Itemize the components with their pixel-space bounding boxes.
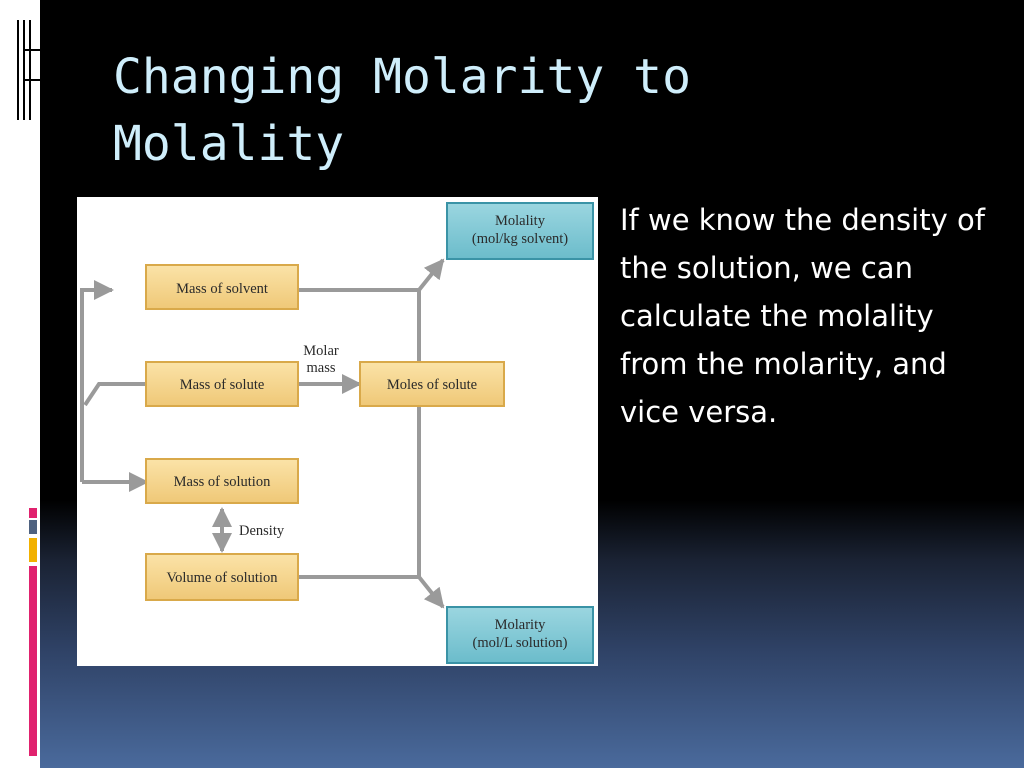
svg-text:(mol/kg solvent): (mol/kg solvent)	[472, 231, 568, 247]
mass-of-solvent-box: Mass of solvent	[145, 264, 299, 310]
left-decorative-strip	[0, 0, 40, 768]
mass-of-solution-box: Mass of solution	[145, 458, 299, 504]
svg-text:Molar: Molar	[303, 343, 339, 359]
density-label: Density	[239, 523, 285, 539]
svg-text:(mol/L solution): (mol/L solution)	[473, 635, 568, 651]
accent-pink-long	[29, 566, 37, 756]
svg-text:Volume of solution: Volume of solution	[167, 570, 279, 586]
conversion-diagram: Molality (mol/kg solvent) Molarity (mol/…	[77, 197, 598, 666]
molar-mass-label: Molar mass	[303, 343, 339, 376]
svg-text:Mass of solute: Mass of solute	[180, 377, 265, 393]
window-pane-icon	[17, 20, 40, 120]
arrow-left-loop	[80, 280, 114, 482]
mass-of-solute-box: Mass of solute	[145, 361, 299, 407]
molarity-box: Molarity (mol/L solution)	[446, 606, 594, 664]
volume-of-solution-box: Volume of solution	[145, 553, 299, 601]
svg-text:Molality: Molality	[495, 213, 546, 229]
accent-pink-top	[29, 508, 37, 518]
moles-of-solute-box: Moles of solute	[359, 361, 505, 407]
svg-text:Molarity: Molarity	[495, 617, 546, 633]
slide-title: Changing Molarity to Molality	[113, 49, 691, 172]
accent-slate	[29, 520, 37, 534]
diagram-arrows	[80, 258, 445, 609]
arrow-to-molality	[299, 258, 445, 292]
arrow-to-molarity	[299, 575, 445, 609]
slide-body-text: If we know the density of the solution, …	[620, 203, 985, 429]
arrow-solute-to-loop	[83, 382, 145, 407]
accent-gold	[29, 538, 37, 562]
molality-box: Molality (mol/kg solvent)	[446, 202, 594, 260]
svg-text:Mass of solvent: Mass of solvent	[176, 281, 268, 297]
svg-text:Mass of solution: Mass of solution	[174, 474, 271, 490]
svg-text:Moles of solute: Moles of solute	[387, 377, 477, 393]
svg-text:mass: mass	[307, 360, 336, 376]
